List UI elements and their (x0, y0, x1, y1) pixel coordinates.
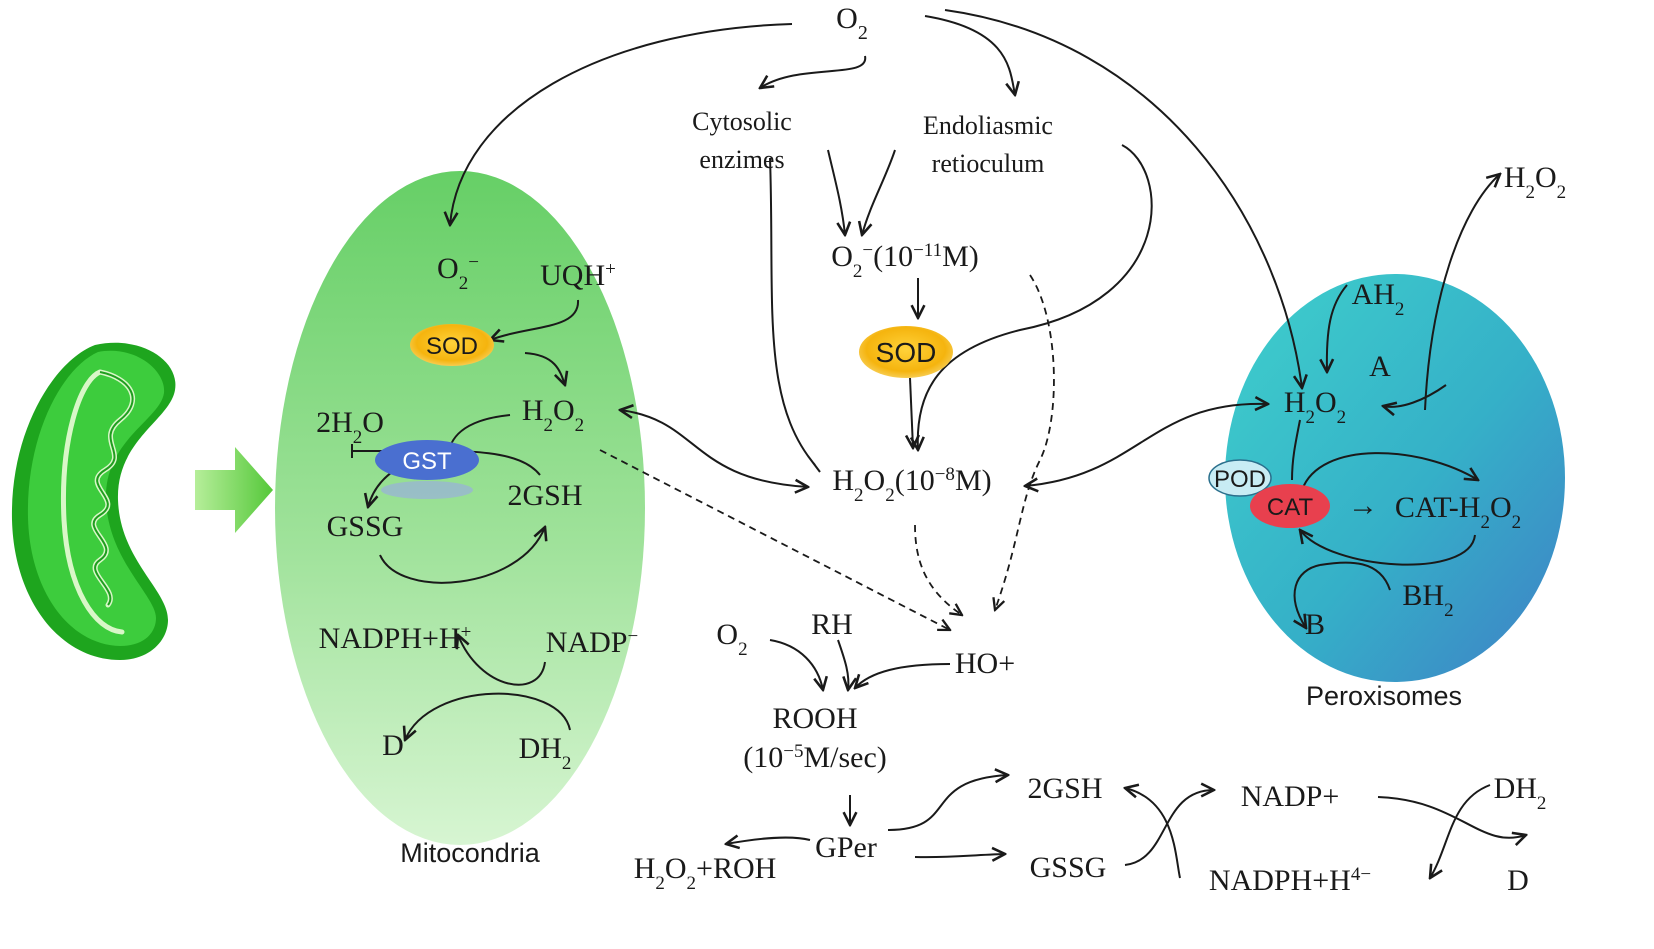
sod-cytosol-oval: SOD (859, 326, 953, 378)
gper-label: GPer (815, 831, 877, 864)
lower-nadp-plus-label: NADP+ (1241, 780, 1340, 813)
gst-oval: GST (375, 440, 479, 499)
rh-label: RH (811, 608, 853, 641)
h2o2-conc-label: H2O2(10−8M) (832, 464, 991, 506)
lower-o2-label: O2 (716, 618, 747, 660)
pod-label: POD (1214, 466, 1266, 493)
sod-mito-label: SOD (426, 333, 478, 360)
a-label: A (1369, 350, 1391, 383)
mito-nadph-label: NADPH+H+ (319, 622, 472, 656)
perox-h2o2-out-label: H2O2 (1504, 161, 1566, 203)
pod-oval: POD (1208, 459, 1272, 497)
mito-d-label: D (382, 729, 404, 762)
rooh-label: ROOH (772, 702, 857, 735)
mito-nadp-label: NADP− (546, 626, 638, 660)
superoxide-conc-label: O2−(10−11M) (831, 240, 979, 282)
cytosolic-label-line2: enzimes (699, 145, 784, 174)
gst-label: GST (402, 448, 452, 475)
h2o2-roh-label: H2O2+ROH (634, 852, 777, 894)
peroxisomes-caption: Peroxisomes (1306, 681, 1462, 711)
ho-plus-label: HO+ (955, 647, 1015, 680)
cat-oval: CAT (1250, 484, 1330, 528)
cytosolic-label-line1: Cytosolic (692, 107, 792, 136)
rooh-rate-label: (10−5M/sec) (743, 741, 887, 775)
peroxisome-compartment (1225, 274, 1565, 682)
lower-2gsh-label: 2GSH (1027, 772, 1102, 805)
lower-nadph-label: NADPH+H4− (1209, 864, 1371, 898)
uqh-label: UQH+ (540, 259, 616, 293)
mitochondria-compartment (275, 171, 645, 845)
big-right-arrow (195, 447, 273, 533)
er-label-line1: Endoliasmic (923, 111, 1053, 140)
lower-d-label: D (1507, 864, 1529, 897)
mitochondrion-illustration (11, 342, 176, 660)
cat-reaction-arrow: → (1348, 489, 1378, 522)
mitochondria-caption: Mitocondria (400, 838, 541, 868)
lower-dh2-label: DH2 (1494, 772, 1547, 814)
er-label-line2: retioculum (932, 149, 1045, 178)
sod-mito-oval: SOD (410, 324, 494, 366)
mito-gssg-label: GSSG (327, 510, 404, 543)
o2-top-label: O2 (836, 2, 868, 44)
lower-gssg-label: GSSG (1030, 851, 1107, 884)
sod-cytosol-label: SOD (876, 337, 937, 368)
mito-2gsh-label: 2GSH (507, 479, 582, 512)
cat-label: CAT (1267, 494, 1314, 521)
pathway-connectors (351, 9, 1526, 878)
b-label: B (1305, 608, 1325, 641)
